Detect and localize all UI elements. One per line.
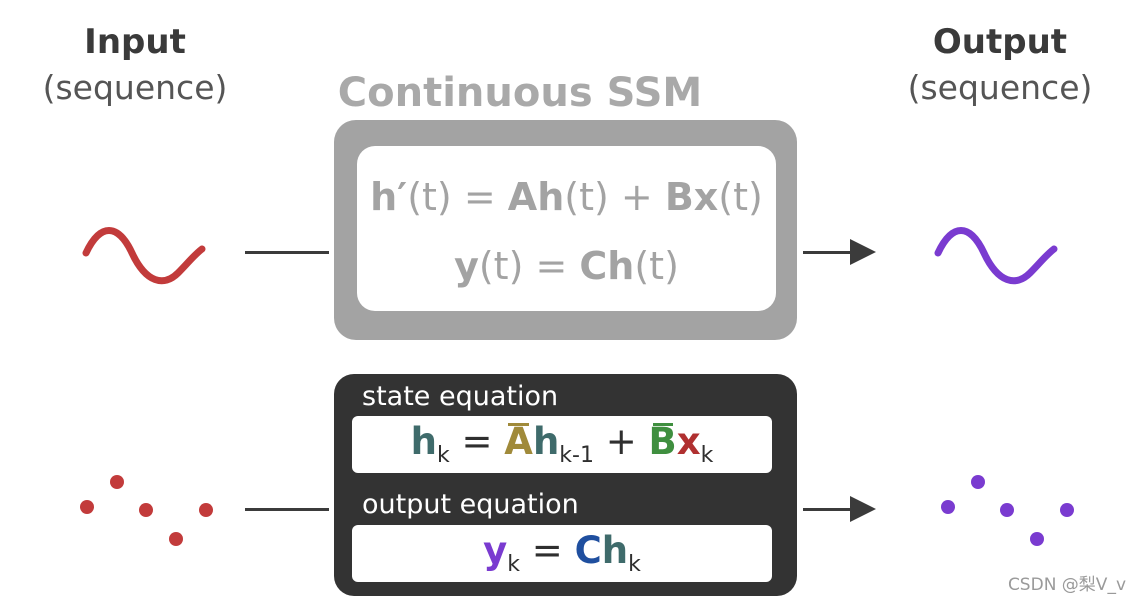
input-sample-dot [199,503,213,517]
input-subtitle: (sequence) [42,68,228,107]
output-title: Output [932,22,1068,62]
input-connector-bottom [245,508,329,511]
state-equation-panel [352,416,772,473]
input-continuous-signal-icon [82,227,206,285]
output-connector-top [803,251,851,254]
input-connector-top [245,251,329,254]
input-sample-dot [110,475,124,489]
input-title: Input [84,22,186,62]
watermark: CSDN @梨V_v [1007,575,1126,595]
output-sample-dot [941,500,955,514]
continuous-output-equation: y(t) = Ch(t) [454,244,679,288]
output-equation-panel [352,525,772,582]
output-sample-dot [1000,503,1014,517]
output-sample-dot [1030,532,1044,546]
output-sample-dot [1060,503,1074,517]
continuous-state-equation: h′(t) = Ah(t) + Bx(t) [370,175,763,219]
output-equation-label: output equation [362,489,579,520]
input-sample-dot [169,532,183,546]
state-equation-label: state equation [362,381,559,412]
continuous-ssm-title: Continuous SSM [337,70,703,116]
output-continuous-signal-icon [934,227,1058,285]
arrow-right-icon [850,239,876,265]
output-connector-bottom [803,508,851,511]
input-sample-dot [139,503,153,517]
output-subtitle: (sequence) [907,68,1093,107]
output-sample-dot [971,475,985,489]
discrete-output-equation: yk = Chk [483,529,641,577]
input-sample-dot [80,500,94,514]
arrow-right-icon [850,496,876,522]
discrete-state-equation: hk = Ahk-1 + Bxk [410,420,714,468]
continuous-equations-panel [357,146,776,311]
